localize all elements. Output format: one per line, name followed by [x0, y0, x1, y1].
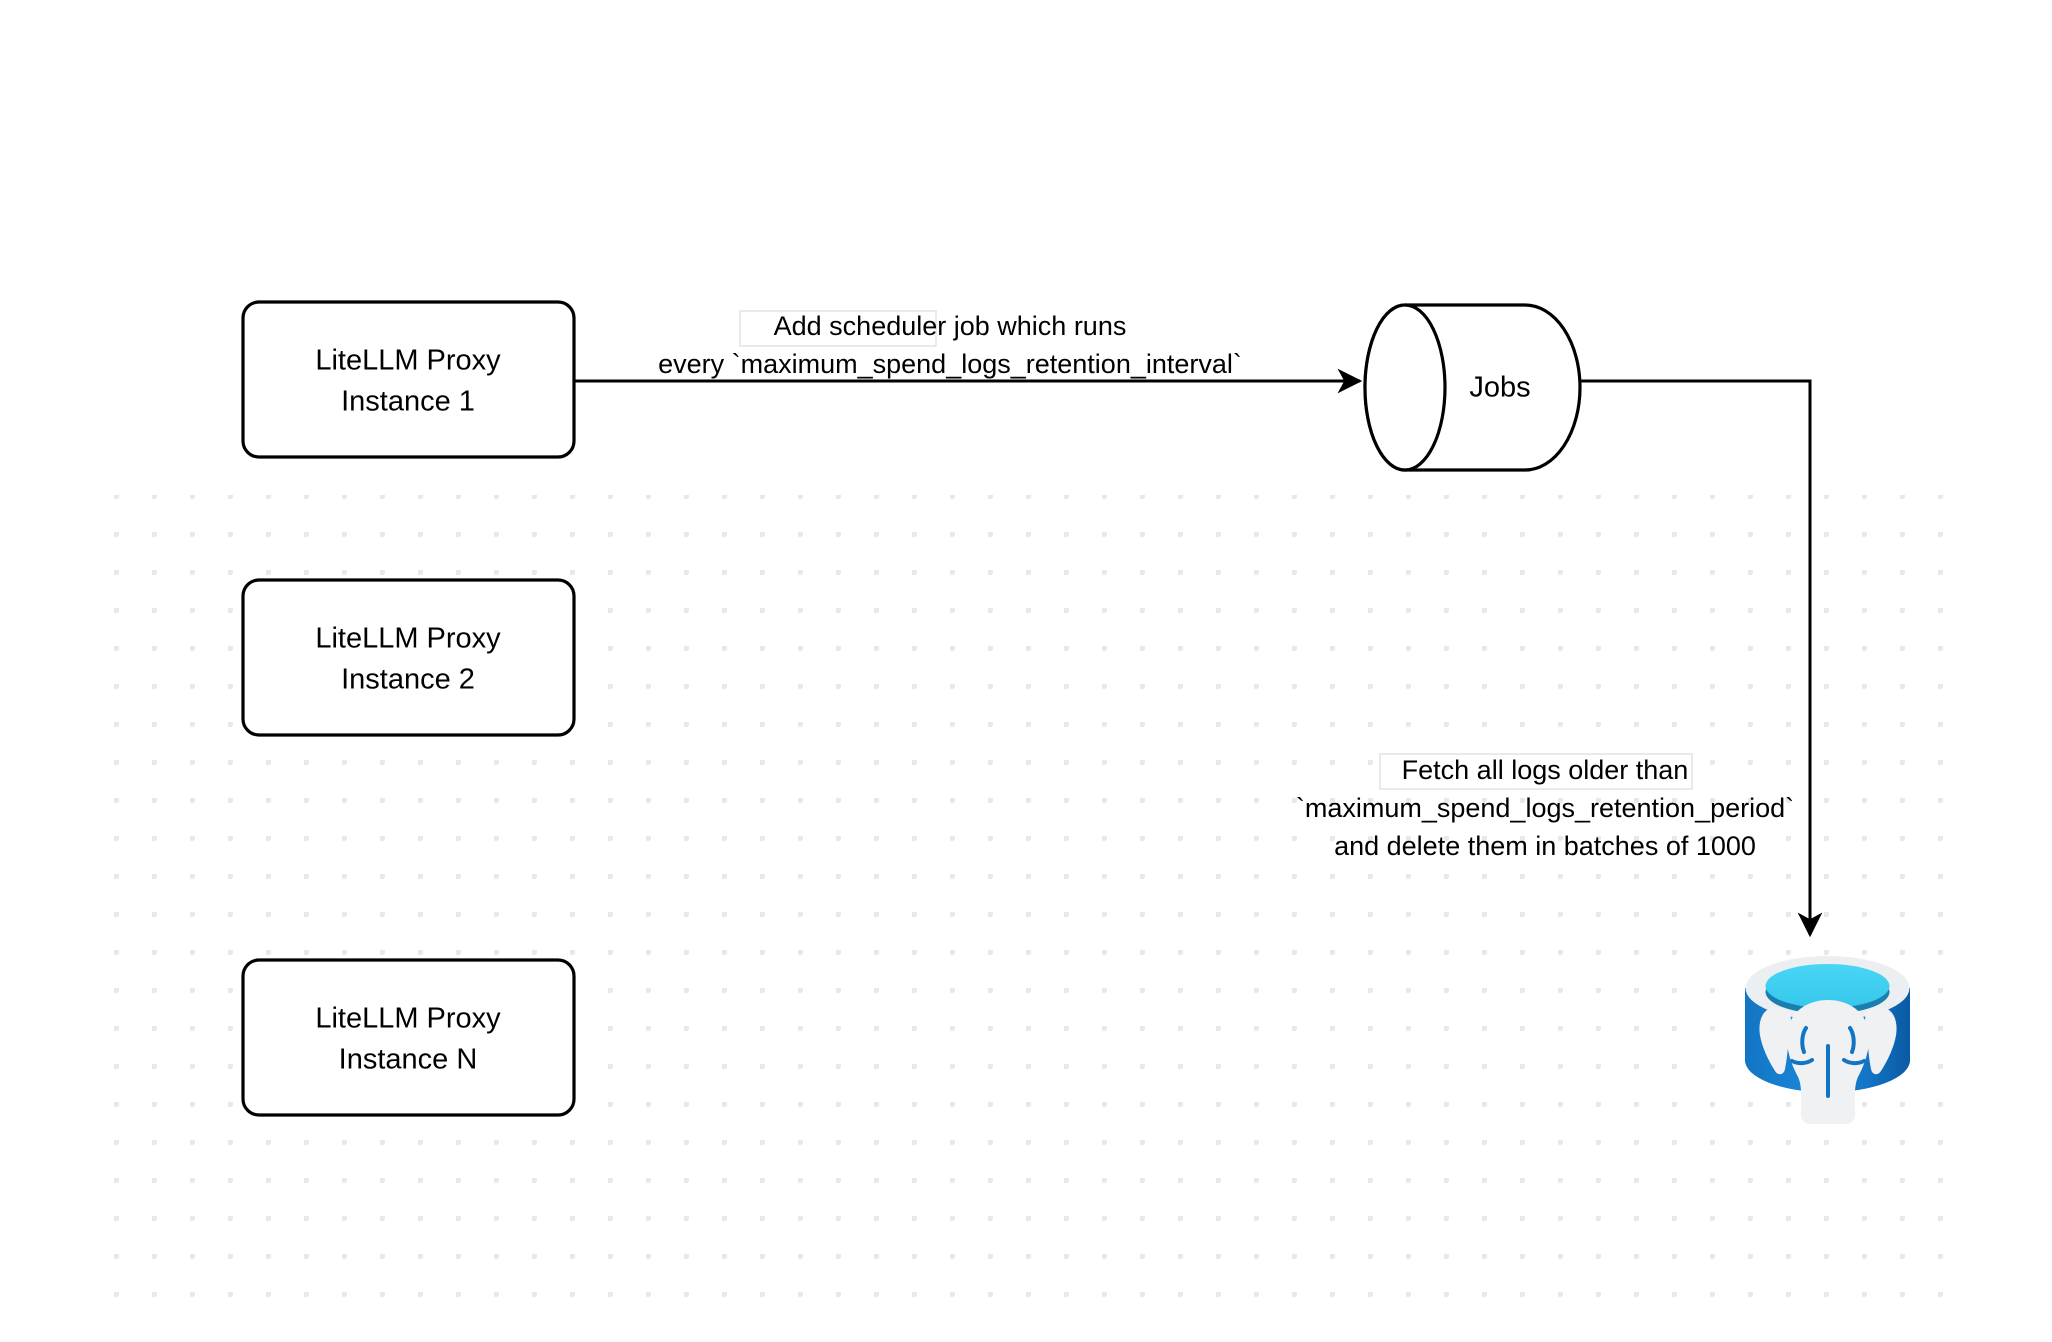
jobs-cylinder-cap: [1363, 303, 1447, 472]
edge-delete-label-highlight: [1379, 753, 1693, 790]
edge-scheduler-label-line-2: every `maximum_spend_logs_retention_inte…: [658, 349, 1242, 379]
edge-scheduler-label-highlight: [739, 310, 937, 347]
edge-delete-label: Fetch all logs older than `maximum_spend…: [1296, 753, 1794, 861]
proxy-1-box: [241, 300, 576, 459]
edge-scheduler-label-line-1: Add scheduler job which runs: [774, 311, 1127, 341]
node-postgres-database[interactable]: [1745, 956, 1910, 1124]
node-jobs-queue[interactable]: Jobs: [1363, 303, 1582, 472]
edge-delete-label-line-1: Fetch all logs older than: [1402, 755, 1689, 785]
proxy-n-box: [241, 958, 576, 1117]
edge-scheduler-label: Add scheduler job which runs every `maxi…: [658, 310, 1242, 379]
proxy-1-label-line-2: Instance 1: [341, 386, 475, 418]
proxy-n-label-line-2: Instance N: [339, 1044, 478, 1076]
proxy-2-label-line-1: LiteLLM Proxy: [315, 623, 501, 655]
postgres-liquid-top: [1765, 964, 1890, 1008]
node-proxy-instance-2[interactable]: LiteLLM Proxy Instance 2: [241, 578, 576, 737]
proxy-1-label-line-1: LiteLLM Proxy: [315, 345, 501, 377]
edge-delete-label-line-3: and delete them in batches of 1000: [1334, 831, 1756, 861]
edge-delete: [1580, 379, 1823, 938]
proxy-n-label-line-1: LiteLLM Proxy: [315, 1003, 501, 1035]
proxy-2-label-line-2: Instance 2: [341, 664, 475, 696]
edge-delete-line: [1580, 379, 1823, 938]
proxy-2-box: [241, 578, 576, 737]
node-proxy-instance-n[interactable]: LiteLLM Proxy Instance N: [241, 958, 576, 1117]
edge-delete-label-line-2: `maximum_spend_logs_retention_period`: [1296, 793, 1794, 823]
node-proxy-instance-1[interactable]: LiteLLM Proxy Instance 1: [241, 300, 576, 459]
jobs-label: Jobs: [1469, 372, 1530, 404]
postgres-elephant-detail: [1790, 1026, 1866, 1098]
